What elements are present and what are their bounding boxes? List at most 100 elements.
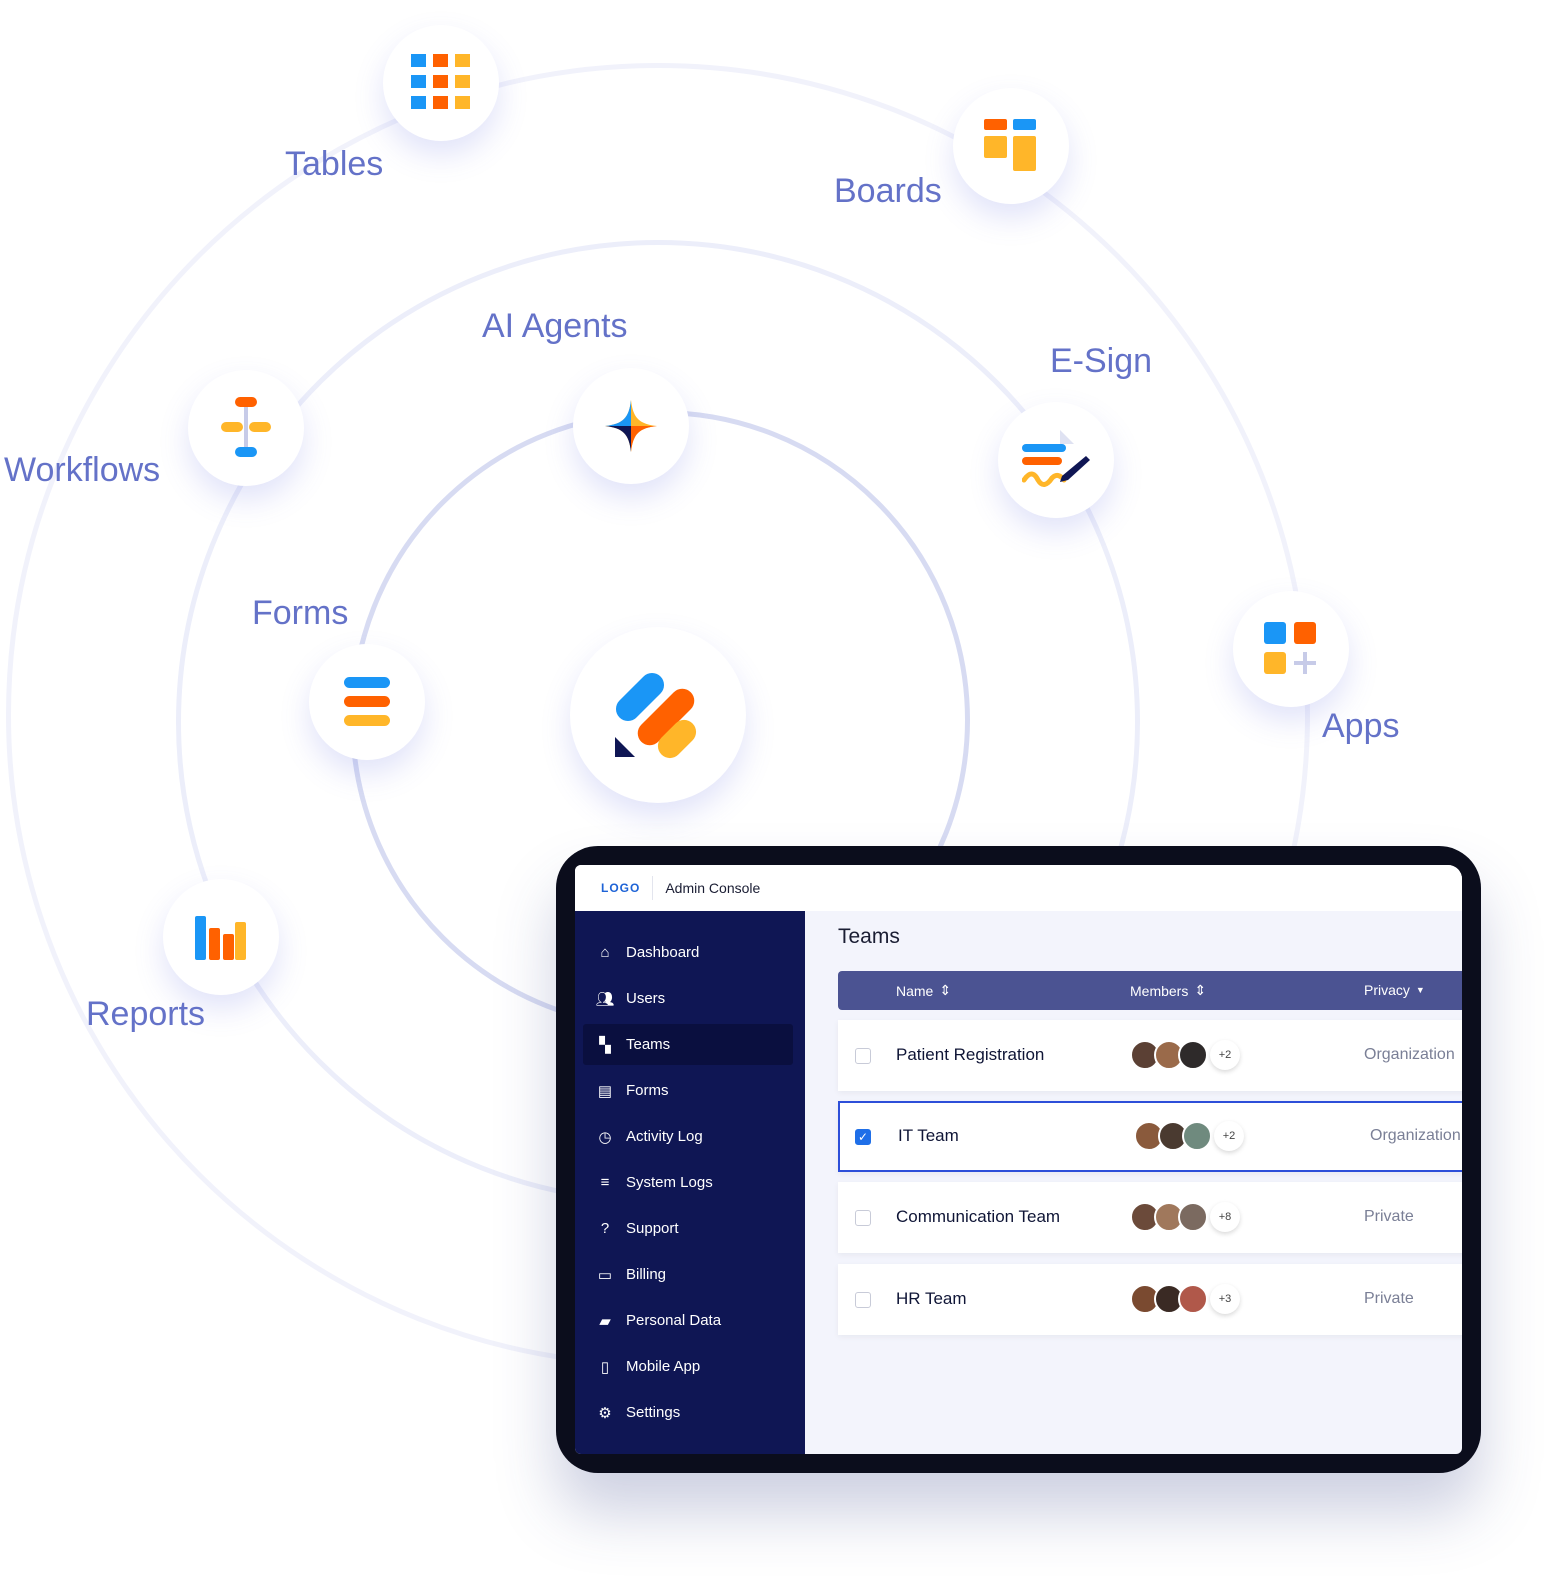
table-row[interactable]: Communication Team +8 Private — [838, 1182, 1462, 1253]
extra-members-count: +3 — [1210, 1284, 1240, 1314]
folder-icon: ▰ — [599, 1312, 611, 1330]
sidebar-item-personal-data[interactable]: ▰ Personal Data — [583, 1300, 793, 1341]
sidebar-item-label: Personal Data — [626, 1312, 722, 1329]
tables-icon — [411, 54, 470, 109]
sidebar-item-label: Billing — [626, 1266, 667, 1283]
dropdown-icon: ▼ — [1415, 985, 1425, 995]
table-header: Name ⇕ Members⇕ Privacy ▼ — [838, 971, 1462, 1010]
boards-node[interactable] — [953, 88, 1069, 204]
forms-icon: ▤ — [597, 1082, 613, 1100]
admin-console: LOGO Admin Console ⌂ Dashboard 👥︎ Users ▚ T… — [575, 865, 1462, 1454]
boards-icon — [984, 119, 1036, 171]
sidebar-item-label: Activity Log — [626, 1128, 703, 1145]
apps-node[interactable] — [1233, 591, 1349, 707]
teams-icon: ▚ — [599, 1036, 611, 1054]
workflows-node[interactable] — [188, 370, 304, 486]
row-checkbox-checked[interactable]: ✓ — [855, 1129, 871, 1145]
sort-icon: ⇕ — [939, 982, 952, 998]
forms-icon — [344, 677, 390, 726]
ai-agents-node[interactable] — [573, 368, 689, 484]
column-name-header[interactable]: Name ⇕ — [896, 982, 951, 999]
privacy-value: Organization — [1364, 1046, 1455, 1063]
member-avatars: +2 — [1134, 1121, 1244, 1151]
esign-label: E-Sign — [1050, 342, 1153, 380]
row-checkbox[interactable] — [855, 1292, 871, 1308]
extra-members-count: +8 — [1210, 1202, 1240, 1232]
ai-agents-label: AI Agents — [482, 307, 628, 345]
page-title: Teams — [838, 925, 900, 948]
sidebar-item-support[interactable]: ? Support — [583, 1208, 793, 1249]
sort-icon: ⇕ — [1194, 982, 1207, 998]
sidebar-item-users[interactable]: 👥︎ Users — [583, 978, 793, 1019]
workflows-label: Workflows — [4, 451, 161, 489]
member-avatars: +8 — [1130, 1202, 1240, 1232]
sidebar-item-activity-log[interactable]: ◷ Activity Log — [583, 1116, 793, 1157]
console-logo[interactable]: LOGO — [575, 876, 654, 900]
sidebar-item-label: Settings — [626, 1404, 681, 1421]
team-name: Communication Team — [896, 1207, 1061, 1226]
ai-agents-sparkle-icon — [605, 400, 657, 452]
sidebar-item-label: Dashboard — [626, 944, 700, 961]
extra-members-count: +2 — [1210, 1040, 1240, 1070]
table-row[interactable]: ✓ IT Team +2 Organization — [838, 1101, 1462, 1172]
sidebar-item-settings[interactable]: ⚙ Settings — [583, 1392, 793, 1433]
mobile-icon: ▯ — [600, 1358, 610, 1376]
team-name: IT Team — [898, 1126, 959, 1145]
forms-label: Forms — [252, 594, 349, 632]
database-icon: ≡ — [600, 1174, 610, 1191]
apps-icon — [1264, 622, 1316, 674]
sidebar: ⌂ Dashboard 👥︎ Users ▚ Teams ▤ Forms ◷ Activi… — [575, 911, 805, 1454]
esign-node[interactable] — [998, 402, 1114, 518]
team-name: Patient Registration — [896, 1045, 1045, 1064]
main-content: Teams Name ⇕ Members⇕ Privacy ▼ Patient Re… — [805, 911, 1462, 1454]
reports-label: Reports — [86, 995, 206, 1033]
brand-logo-icon — [615, 672, 697, 759]
table-row[interactable]: Patient Registration +2 Organization — [838, 1020, 1462, 1091]
sidebar-item-system-logs[interactable]: ≡ System Logs — [583, 1162, 793, 1203]
reports-node[interactable] — [163, 879, 279, 995]
privacy-value: Private — [1364, 1208, 1414, 1225]
column-label: Name — [896, 982, 934, 999]
home-icon: ⌂ — [600, 944, 610, 961]
brand-logo-node — [570, 627, 746, 803]
esign-icon — [1022, 430, 1090, 487]
boards-label: Boards — [834, 172, 942, 210]
sidebar-item-mobile-app[interactable]: ▯ Mobile App — [583, 1346, 793, 1387]
column-label: Privacy — [1364, 982, 1410, 998]
console-title: Admin Console — [665, 880, 761, 896]
row-checkbox[interactable] — [855, 1210, 871, 1226]
users-icon: 👥︎ — [595, 990, 615, 1008]
console-header: LOGO Admin Console — [575, 865, 1462, 911]
tablet-device: LOGO Admin Console ⌂ Dashboard 👥︎ Users ▚ T… — [556, 846, 1481, 1473]
column-members-header[interactable]: Members⇕ — [1130, 982, 1206, 999]
apps-label: Apps — [1322, 707, 1400, 745]
workflows-icon — [221, 397, 271, 457]
privacy-value: Organization — [1370, 1127, 1461, 1144]
member-avatars: +3 — [1130, 1284, 1240, 1314]
sidebar-item-billing[interactable]: ▭ Billing — [583, 1254, 793, 1295]
sidebar-item-label: System Logs — [626, 1174, 713, 1191]
support-icon: ? — [600, 1220, 610, 1237]
forms-node[interactable] — [309, 644, 425, 760]
sidebar-item-teams[interactable]: ▚ Teams — [583, 1024, 793, 1065]
card-icon: ▭ — [597, 1266, 613, 1284]
sidebar-item-label: Users — [626, 990, 666, 1007]
table-row[interactable]: HR Team +3 Private — [838, 1264, 1462, 1335]
member-avatars: +2 — [1130, 1040, 1240, 1070]
row-checkbox[interactable] — [855, 1048, 871, 1064]
sidebar-item-label: Teams — [626, 1036, 671, 1053]
gear-icon: ⚙ — [598, 1404, 612, 1422]
tables-node[interactable] — [383, 25, 499, 141]
team-name: HR Team — [896, 1289, 967, 1308]
sidebar-item-label: Mobile App — [626, 1358, 701, 1375]
sidebar-item-dashboard[interactable]: ⌂ Dashboard — [583, 932, 793, 973]
privacy-value: Private — [1364, 1290, 1414, 1307]
sidebar-item-forms[interactable]: ▤ Forms — [583, 1070, 793, 1111]
reports-icon — [195, 916, 246, 960]
tables-label: Tables — [285, 145, 384, 183]
sidebar-item-label: Support — [626, 1220, 679, 1237]
column-privacy-header[interactable]: Privacy ▼ — [1364, 982, 1425, 998]
clock-icon: ◷ — [598, 1128, 612, 1146]
extra-members-count: +2 — [1214, 1121, 1244, 1151]
sidebar-item-label: Forms — [626, 1082, 669, 1099]
